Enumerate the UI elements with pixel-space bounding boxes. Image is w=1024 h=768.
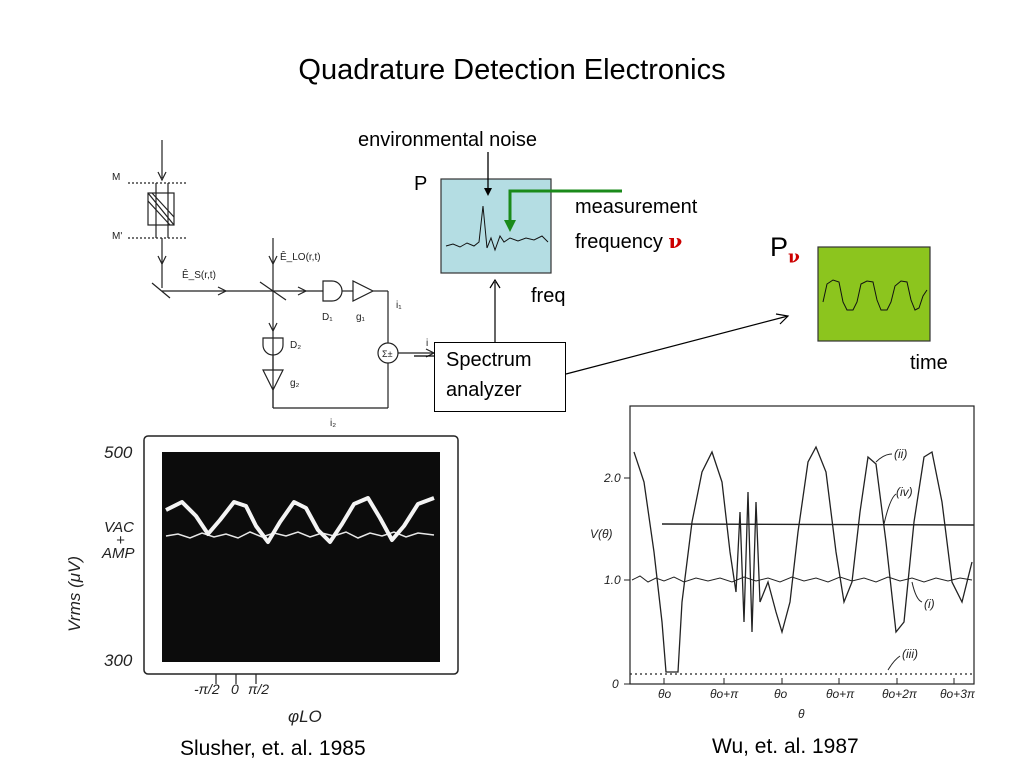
wu-label-iv: (iv) [896,485,913,499]
circuit-label-elo: Ê_LO(r,t) [280,250,321,263]
slusher-vac-line3: AMP [101,545,135,562]
wu-ytick-1: 1.0 [604,573,621,587]
circuit-label-m-prime: M' [112,231,122,242]
analyzer-up-arrow [489,278,501,342]
analyzer-label-line1: Spectrum [446,349,532,371]
time-display [817,246,931,342]
circuit-label-sum: Σ± [382,349,393,359]
circuit-label-i2: i₂ [330,418,336,429]
circuit-label-es: Ê_S(r,t) [182,268,216,281]
spectrum-axis-x-label: freq [531,285,566,307]
slusher-vac-line2: + [116,532,125,549]
spectrum-display [440,178,552,274]
time-axis-x-label: time [910,352,948,374]
slusher-plot: 500 300 VAC + AMP -π/2 0 π/2 φLO Vrms (μ… [65,435,459,726]
analyzer-label-line2: analyzer [446,379,522,401]
wu-ytick-2: 2.0 [603,471,621,485]
wu-xtick-4: θo+π [826,687,855,701]
slide-title: Quadrature Detection Electronics [298,54,726,86]
wu-xtick-6: θo+3π [940,687,976,701]
measurement-label-line2: frequency ν [575,229,682,254]
circuit-label-i1: i₁ [396,300,402,311]
spectrum-analyzer-box: Spectrum analyzer [434,342,566,412]
wu-ylabel: V(θ) [590,527,613,541]
spectrum-trace [445,205,549,252]
wu-xtick-1: θo [658,687,672,701]
wu-xtick-3: θo [774,687,788,701]
circuit-label-g2: g₂ [290,378,300,389]
time-trace [822,279,928,311]
slusher-vac-line1: VAC [104,519,134,536]
wu-caption: Wu, et. al. 1987 [712,735,859,758]
slusher-vac-trace [165,531,435,539]
slusher-ylabel: Vrms (μV) [65,556,84,632]
wu-xlabel: θ [798,707,805,721]
slusher-ytick-500: 500 [104,443,133,462]
slusher-xtick-pi2: π/2 [248,681,269,697]
noise-arrow [484,152,492,196]
environmental-noise-label: environmental noise [358,129,537,151]
circuit-label-g1: g₁ [356,312,366,323]
circuit-label-i: i [426,338,428,349]
wu-ytick-0: 0 [612,677,619,691]
wu-curve-i [631,575,973,583]
wu-label-iii: (iii) [902,647,918,661]
slusher-xlabel: φLO [288,707,322,726]
slusher-ytick-300: 300 [104,651,133,670]
circuit-label-d1: D₁ [322,312,333,323]
wu-xtick-2: θo+π [710,687,739,701]
slusher-xtick-neg-pi2: -π/2 [194,681,220,697]
slusher-xtick-zero: 0 [231,681,239,697]
slusher-screen [162,452,440,662]
circuit-diagram: M M' Ê_S(r,t) Ê_LO(r,t) D₁ g₁ i₁ D₂ g₂ Σ… [112,140,438,429]
wu-plot: 2.0 1.0 0 V(θ) (ii) (iv) (i) (iii) θo θo… [590,405,976,721]
time-box [817,246,931,342]
measurement-arrow [504,189,622,232]
time-axis-nu: ν [788,247,800,268]
measurement-label-line1: measurement [575,196,698,218]
slusher-squeezed-trace [165,496,435,544]
wu-curve-iv [661,523,975,526]
wu-xtick-5: θo+2π [882,687,918,701]
spectrum-axis-y-label: P [414,173,428,195]
wu-curve-ii [633,445,973,673]
circuit-label-m: M [112,172,120,183]
analyzer-to-time-arrow [565,313,790,375]
slusher-caption: Slusher, et. al. 1985 [180,737,366,760]
time-axis-p: P [770,232,789,262]
wu-label-ii: (ii) [894,447,907,461]
wu-label-i: (i) [924,597,935,611]
circuit-label-d2: D₂ [290,340,301,351]
time-axis-y-label: Pν [770,232,800,267]
nu-symbol: ν [668,229,683,253]
measurement-frequency-text: frequency [575,231,663,253]
spectrum-box [440,178,552,274]
